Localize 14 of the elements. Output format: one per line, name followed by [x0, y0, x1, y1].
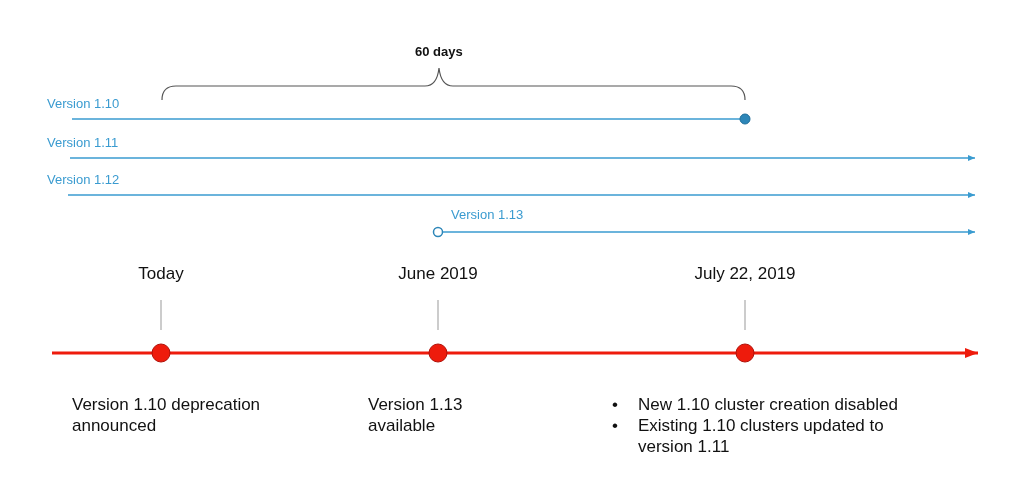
event-description: Version 1.10 deprecation announced: [72, 394, 262, 436]
version-label: Version 1.10: [47, 96, 120, 111]
version-label: Version 1.12: [47, 172, 120, 187]
date-label: Today: [138, 264, 184, 284]
bullet-item: New 1.10 cluster creation disabled: [638, 394, 899, 415]
bullet-mark: •: [612, 415, 618, 436]
version-label: Version 1.11: [47, 135, 119, 150]
event-description: Version 1.13 available: [368, 394, 464, 436]
bullet-mark: •: [612, 394, 618, 415]
bullet-item: Existing 1.10 clusters updated to version 1.11: [638, 415, 885, 457]
span-label: 60 days: [415, 44, 463, 59]
date-label: June 2019: [398, 264, 478, 284]
date-label: July 22, 2019: [694, 264, 796, 284]
version-label: Version 1.13: [451, 207, 524, 222]
